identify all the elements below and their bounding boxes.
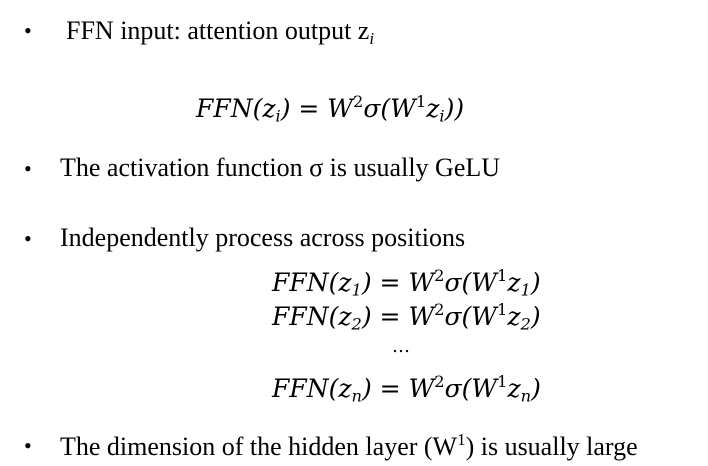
formula-position-2: FFN(z2) = W2σ(W1z2) <box>272 300 541 334</box>
bullet-icon: • <box>24 18 32 43</box>
bullet-icon: • <box>24 226 32 251</box>
formula-position-1: FFN(z1) = W2σ(W1z1) <box>272 266 541 300</box>
bullet-icon: • <box>24 156 32 181</box>
formula-main: FFN(zi) = W2σ(W1zi)) <box>196 92 465 126</box>
bullet-ffn-input: FFN input: attention output zi <box>66 16 375 49</box>
formula-ellipsis: … <box>392 336 410 357</box>
bullet-hidden-dimension: The dimension of the hidden layer (W1) i… <box>60 430 638 462</box>
bullet-independent: Independently process across positions <box>60 223 466 252</box>
bullet-icon: • <box>24 433 32 458</box>
formula-position-n: FFN(zn) = W2σ(W1zn) <box>272 372 541 406</box>
bullet-activation: The activation function σ is usually GeL… <box>60 153 501 182</box>
